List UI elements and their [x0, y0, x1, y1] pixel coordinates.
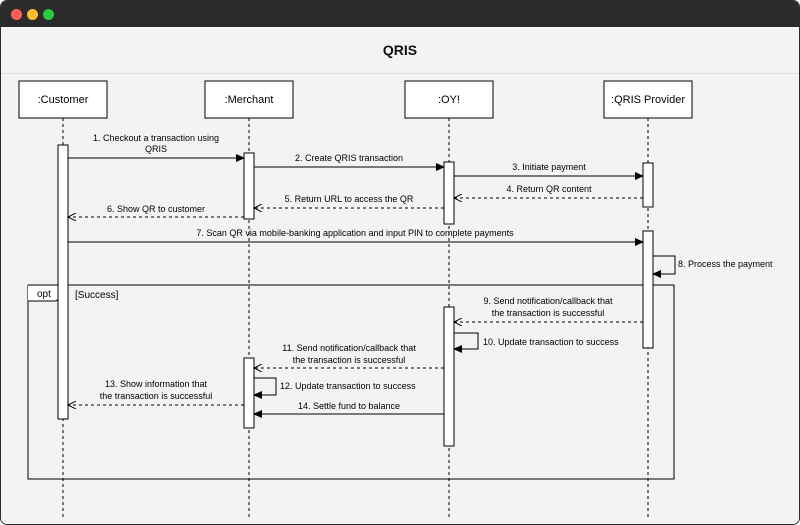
diagram-title: QRIS	[382, 42, 418, 58]
message-arrow-10	[453, 332, 479, 353]
title-bar	[1, 1, 799, 27]
fragment-operator: opt	[37, 289, 51, 300]
participant-oy: :OY!	[404, 80, 494, 119]
message-label-6: 6. Show QR to customer	[107, 204, 205, 214]
minimize-window-button[interactable]	[27, 9, 38, 20]
message-label-3: 3. Initiate payment	[512, 162, 586, 172]
message-label-2: 2. Create QRIS transaction	[295, 153, 403, 163]
diagram-header: QRIS	[1, 27, 799, 74]
message-label-10: 10. Update transaction to success	[483, 337, 619, 347]
opt-fragment: opt [Success]	[27, 284, 675, 480]
participant-merchant: :Merchant	[204, 80, 294, 119]
message-label-13: 13. Show information that	[105, 379, 208, 389]
participant-label: :QRIS Provider	[611, 94, 685, 106]
message-label-12: 12. Update transaction to success	[280, 381, 416, 391]
message-label-4: 4. Return QR content	[506, 184, 592, 194]
activation-qris-provider-2	[642, 230, 654, 349]
participant-qris-provider: :QRIS Provider	[603, 80, 693, 119]
message-label-14: 14. Settle fund to balance	[298, 401, 400, 411]
message-label-13-line2: the transaction is successful	[100, 391, 213, 401]
activation-qris-provider-1	[642, 162, 654, 208]
message-label-5: 5. Return URL to access the QR	[285, 194, 414, 204]
maximize-window-button[interactable]	[43, 9, 54, 20]
message-label-1: 1. Checkout a transaction using	[93, 133, 219, 143]
activation-merchant-2	[243, 357, 255, 429]
participant-label: :Customer	[38, 94, 89, 106]
message-arrow-12	[253, 377, 277, 399]
message-label-1-line2: QRIS	[145, 144, 167, 154]
message-label-9-line2: the transaction is successful	[492, 308, 605, 318]
activation-customer	[57, 144, 69, 420]
close-window-button[interactable]	[11, 9, 22, 20]
participant-label: :OY!	[438, 94, 460, 106]
sequence-diagram: opt [Success] :Customer :Merchant :OY! :…	[18, 80, 773, 519]
participant-label: :Merchant	[225, 94, 274, 106]
message-arrow-8	[652, 255, 676, 278]
message-label-8: 8. Process the payment	[678, 259, 773, 269]
fragment-guard: [Success]	[75, 290, 119, 301]
participant-customer: :Customer	[18, 80, 108, 119]
message-label-11: 11. Send notification/callback that	[282, 343, 416, 353]
message-label-11-line2: the transaction is successful	[293, 355, 406, 365]
activation-oy-2	[443, 306, 455, 447]
message-label-7: 7. Scan QR via mobile-banking applicatio…	[196, 228, 514, 238]
activation-oy-1	[443, 161, 455, 225]
message-label-9: 9. Send notification/callback that	[483, 296, 613, 306]
activation-merchant-1	[243, 152, 255, 220]
